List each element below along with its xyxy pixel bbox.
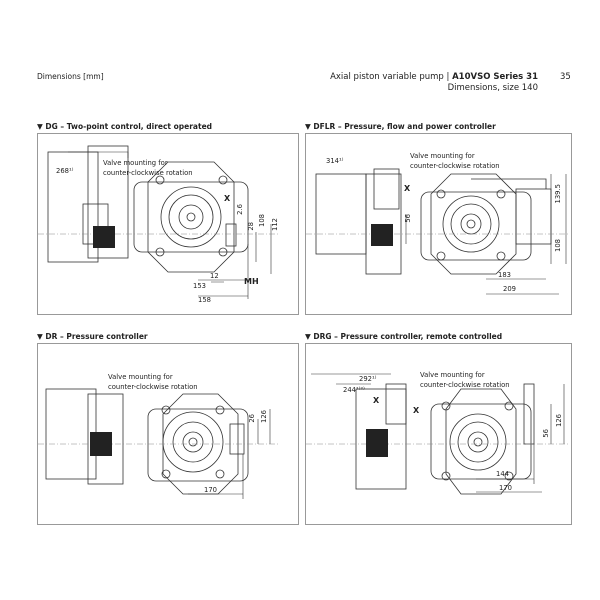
port-mh: MH — [244, 277, 259, 286]
section-title-dr: ▼ DR – Pressure controller — [37, 332, 148, 341]
dim-139-5: 139.5 — [554, 184, 562, 204]
page-number: 35 — [560, 72, 571, 82]
dim-126: 126 — [555, 414, 563, 427]
dim-28: 28 — [247, 222, 255, 231]
dim-170: 170 — [204, 486, 217, 494]
dim-158: 158 — [198, 296, 211, 304]
dim-292: 292¹⁾ — [359, 375, 377, 383]
section-title-dflr: ▼ DFLR – Pressure, flow and power contro… — [305, 122, 496, 131]
dim-112: 112 — [271, 218, 279, 231]
section-title-drg: ▼ DRG – Pressure controller, remote cont… — [305, 332, 503, 341]
page-section-label: Dimensions [mm] — [37, 72, 104, 81]
dim-56: 56 — [542, 429, 550, 438]
port-x: X — [413, 406, 420, 415]
dim-144: 144 — [496, 470, 509, 478]
dim-56: 56 — [404, 214, 412, 223]
dim-12: 12 — [210, 272, 219, 280]
dim-268: 268¹⁾ — [56, 167, 74, 175]
pump-drawing-dg — [38, 145, 278, 299]
page-header: Axial piston variable pump | A10VSO Seri… — [330, 72, 538, 94]
dim-2-6: 2.6 — [236, 204, 244, 215]
dim-183: 183 — [498, 271, 511, 279]
pump-drawing-drg — [306, 373, 568, 495]
section-title-dg: ▼ DG – Two-point control, direct operate… — [37, 122, 213, 131]
dim-26: 26 — [248, 414, 256, 423]
port-x: X — [404, 184, 411, 193]
dim-108: 108 — [258, 214, 266, 227]
dim-314: 314¹⁾ — [326, 157, 344, 165]
header-subtitle: Dimensions, size 140 — [447, 83, 538, 93]
dim-126: 126 — [260, 410, 268, 423]
dim-153: 153 — [193, 282, 206, 290]
pump-drawing-dr — [38, 388, 278, 499]
dim-244: 244¹⁾²⁾ — [343, 386, 365, 394]
dim-170: 170 — [499, 484, 512, 492]
dim-108: 108 — [554, 239, 562, 252]
header-series: A10VSO Series 31 — [452, 72, 538, 82]
port-x: X — [224, 194, 231, 203]
header-product: Axial piston variable pump | — [330, 72, 453, 82]
dim-209: 209 — [503, 285, 516, 293]
pump-drawing-dflr — [306, 168, 568, 295]
port-x: X — [373, 396, 380, 405]
